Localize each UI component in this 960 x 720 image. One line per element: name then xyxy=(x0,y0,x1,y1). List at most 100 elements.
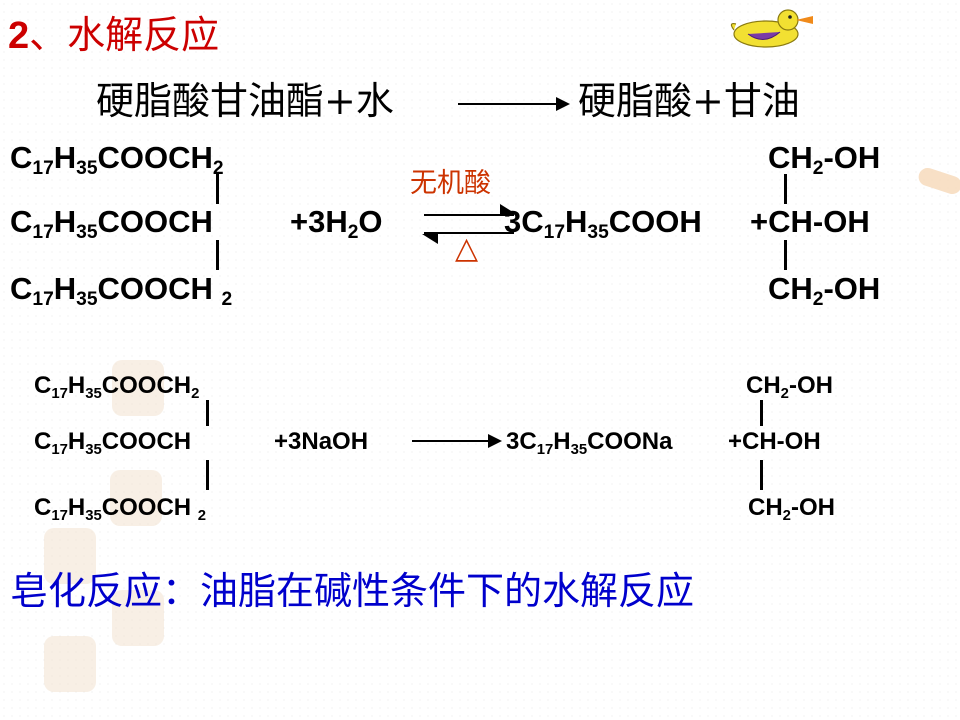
atom: H xyxy=(67,494,86,521)
saponification-arrow xyxy=(412,440,494,442)
subscript: 17 xyxy=(32,158,54,180)
atom: O xyxy=(358,204,383,239)
seal-stamp-icon xyxy=(110,470,162,526)
duck-icon xyxy=(730,9,813,48)
subscript: 17 xyxy=(536,441,554,458)
group: CH xyxy=(748,494,783,521)
atom: H xyxy=(53,140,77,175)
group: CH xyxy=(746,372,781,399)
seal-stamp-icon xyxy=(44,528,96,584)
subscript: 17 xyxy=(543,222,566,244)
reverse-arrow-line xyxy=(424,232,514,234)
subscript: 2 xyxy=(197,507,207,524)
half-arrow-head-icon xyxy=(500,204,516,214)
slide-heading: 2、水解反应 xyxy=(8,16,219,55)
subscript: 2 xyxy=(812,158,824,180)
subscript: 35 xyxy=(85,385,102,402)
bond-line xyxy=(784,174,787,204)
atom: H xyxy=(53,271,77,306)
subscript: 35 xyxy=(570,441,588,458)
atom: H xyxy=(67,372,86,399)
arrow-head-icon xyxy=(556,97,570,111)
word-equation-right: 硬脂酸+甘油 xyxy=(578,79,800,123)
group: COONa xyxy=(587,428,673,455)
atom: 3C xyxy=(504,204,544,239)
group: CH xyxy=(768,140,813,175)
decorative-swoosh xyxy=(916,165,960,197)
atom: H xyxy=(565,204,588,239)
heading-text: 水解反应 xyxy=(67,13,220,57)
bond-line xyxy=(760,460,763,490)
base-ester-row-2: C17H35COOCH xyxy=(34,428,192,458)
atom: 3C xyxy=(506,428,537,455)
group: COOCH xyxy=(101,494,198,521)
subscript: 35 xyxy=(76,222,98,244)
water-reagent: +3H2O xyxy=(290,204,383,242)
heading-separator: 、 xyxy=(29,13,68,57)
group: COOH xyxy=(608,204,702,239)
bond-line xyxy=(206,460,209,490)
word-equation-left: 硬脂酸甘油酯+水 xyxy=(96,79,394,123)
word-equation-arrow xyxy=(458,103,562,105)
base-glycerol-row-1: CH2-OH xyxy=(746,372,833,402)
atom: C xyxy=(10,204,33,239)
acid-ester-row-2: C17H35COOCH xyxy=(10,204,213,242)
arrow-head-icon xyxy=(488,434,502,448)
group: COOCH xyxy=(97,140,213,175)
subscript: 2 xyxy=(221,289,233,311)
seal-stamp-icon xyxy=(44,636,96,692)
subscript: 17 xyxy=(32,222,54,244)
bond-line xyxy=(760,400,763,426)
atom: C xyxy=(10,271,33,306)
group: COOCH xyxy=(101,428,192,455)
catalyst-acid-label: 无机酸 xyxy=(410,168,491,199)
subscript: 35 xyxy=(76,158,98,180)
atom: C xyxy=(34,372,52,399)
subscript: 2 xyxy=(212,158,224,180)
half-arrow-head-icon xyxy=(422,234,438,244)
glycerol-row-1: CH2-OH xyxy=(768,140,881,178)
group: -OH xyxy=(788,372,833,399)
subscript: 17 xyxy=(32,289,54,311)
heading-number: 2 xyxy=(8,15,30,57)
bond-line xyxy=(216,240,219,270)
saponification-definition: 皂化反应：油脂在碱性条件下的水解反应 xyxy=(10,569,695,613)
atom: H xyxy=(553,428,571,455)
stearic-acid-product: 3C17H35COOH xyxy=(504,204,702,242)
bond-line xyxy=(784,240,787,270)
group: -OH xyxy=(823,271,881,306)
seal-stamp-icon xyxy=(112,590,164,646)
group: COOCH xyxy=(101,372,192,399)
acid-ester-row-1: C17H35COOCH2 xyxy=(10,140,224,178)
atom: +3H xyxy=(290,204,348,239)
group: -OH xyxy=(790,494,835,521)
naoh-reagent: +3NaOH xyxy=(274,428,369,455)
subscript: 2 xyxy=(191,385,200,402)
subscript: 35 xyxy=(587,222,609,244)
group: CH xyxy=(768,271,813,306)
subscript: 2 xyxy=(780,385,789,402)
group: COOCH xyxy=(97,271,222,306)
glycerol-row-3: CH2-OH xyxy=(768,271,881,309)
seal-stamp-icon xyxy=(112,360,164,416)
subscript: 17 xyxy=(51,385,68,402)
atom: C xyxy=(34,494,52,521)
subscript: 35 xyxy=(76,289,98,311)
atom: C xyxy=(34,428,52,455)
forward-arrow-line xyxy=(424,214,514,216)
subscript: 17 xyxy=(51,507,68,524)
subscript: 2 xyxy=(782,507,791,524)
glycerol-row-2: +CH-OH xyxy=(750,204,870,239)
subscript: 2 xyxy=(812,289,824,311)
sodium-stearate-product: 3C17H35COONa xyxy=(506,428,673,458)
group: -OH xyxy=(823,140,881,175)
bond-line xyxy=(206,400,209,426)
atom: H xyxy=(67,428,86,455)
base-ester-row-1: C17H35COOCH2 xyxy=(34,372,199,402)
acid-ester-row-3: C17H35COOCH 2 xyxy=(10,271,232,309)
subscript: 35 xyxy=(85,507,102,524)
base-ester-row-3: C17H35COOCH 2 xyxy=(34,494,206,524)
atom: H xyxy=(53,204,77,239)
subscript: 2 xyxy=(347,222,359,244)
subscript: 35 xyxy=(85,441,102,458)
